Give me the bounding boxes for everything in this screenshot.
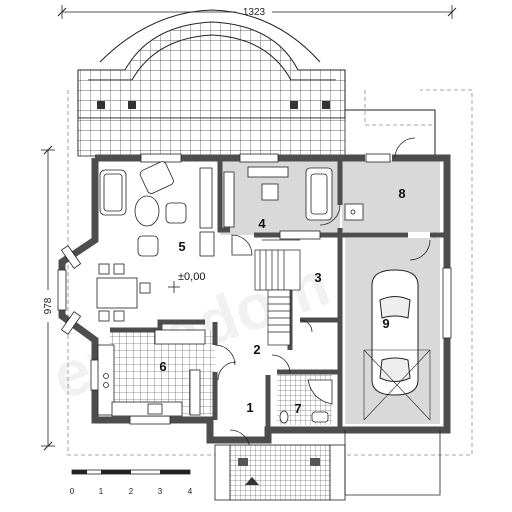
- room-4-furniture: [223, 166, 333, 240]
- scale-tick-0: 0: [70, 487, 75, 496]
- height-dimension-label: 978: [43, 297, 54, 314]
- width-dimension-label: 1323: [243, 7, 266, 18]
- room-8-floor: [342, 160, 440, 232]
- room-8-label: 8: [398, 186, 405, 201]
- living-room-furniture: [99, 161, 215, 257]
- kitchen-furniture: [97, 329, 206, 417]
- level-label: ±0,00: [178, 271, 205, 283]
- site-outline-right: [364, 90, 436, 430]
- level-marker: [168, 281, 180, 293]
- room-4-label: 4: [258, 216, 266, 231]
- scale-tick-2: 2: [129, 487, 134, 496]
- driveway: [344, 430, 441, 496]
- scale-tick-1: 1: [99, 487, 104, 496]
- scale-tick-3: 3: [158, 487, 163, 496]
- room-7-label: 7: [294, 401, 301, 416]
- garage-car: [363, 269, 431, 421]
- dining-table-furniture: [96, 263, 151, 322]
- scale-bar: 0 1 2 3 4: [70, 469, 193, 496]
- scale-tick-4: 4: [188, 487, 193, 496]
- width-dimension: 1323: [57, 5, 457, 19]
- room-1-label: 1: [246, 400, 253, 415]
- site-outline: [67, 89, 473, 456]
- room-5-label: 5: [178, 239, 185, 254]
- staircase: [254, 239, 301, 346]
- height-dimension: 978: [41, 145, 55, 451]
- room-2-label: 2: [253, 342, 260, 357]
- room-9-label: 9: [382, 316, 389, 331]
- bathroom-fixtures: [279, 379, 333, 424]
- terrace: [77, 9, 436, 157]
- windows: [57, 153, 452, 425]
- entrance-porch: [214, 444, 346, 501]
- utility-sink: [344, 203, 364, 221]
- room-3-label: 3: [314, 270, 321, 285]
- room-6-label: 6: [159, 359, 166, 374]
